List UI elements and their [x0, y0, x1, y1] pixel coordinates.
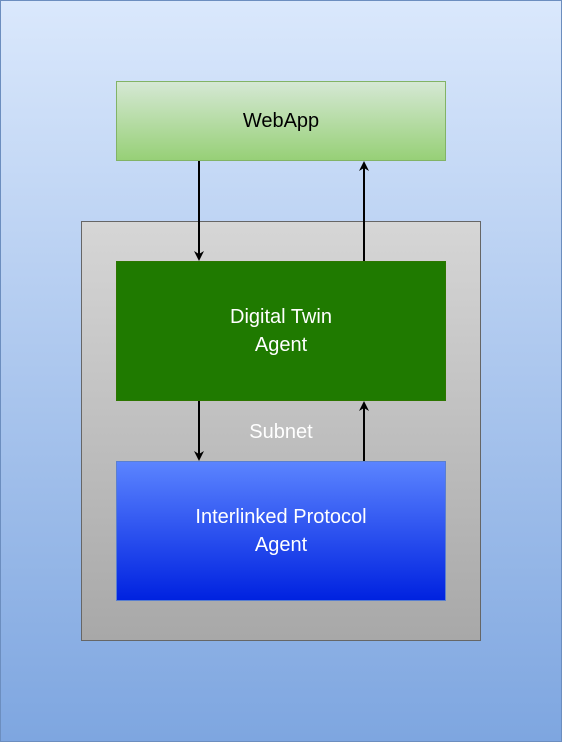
webapp-label: WebApp	[242, 110, 320, 132]
webapp-node: WebApp	[116, 81, 446, 161]
digital-twin-agent-label: Digital Twin Agent	[230, 306, 332, 356]
subnet-label: Subnet	[249, 421, 313, 443]
interlinked-protocol-agent-node: Interlinked Protocol Agent	[116, 461, 446, 601]
digital-twin-agent-node: Digital Twin Agent	[116, 261, 446, 401]
interlinked-protocol-agent-label: Interlinked Protocol Agent	[195, 506, 367, 556]
